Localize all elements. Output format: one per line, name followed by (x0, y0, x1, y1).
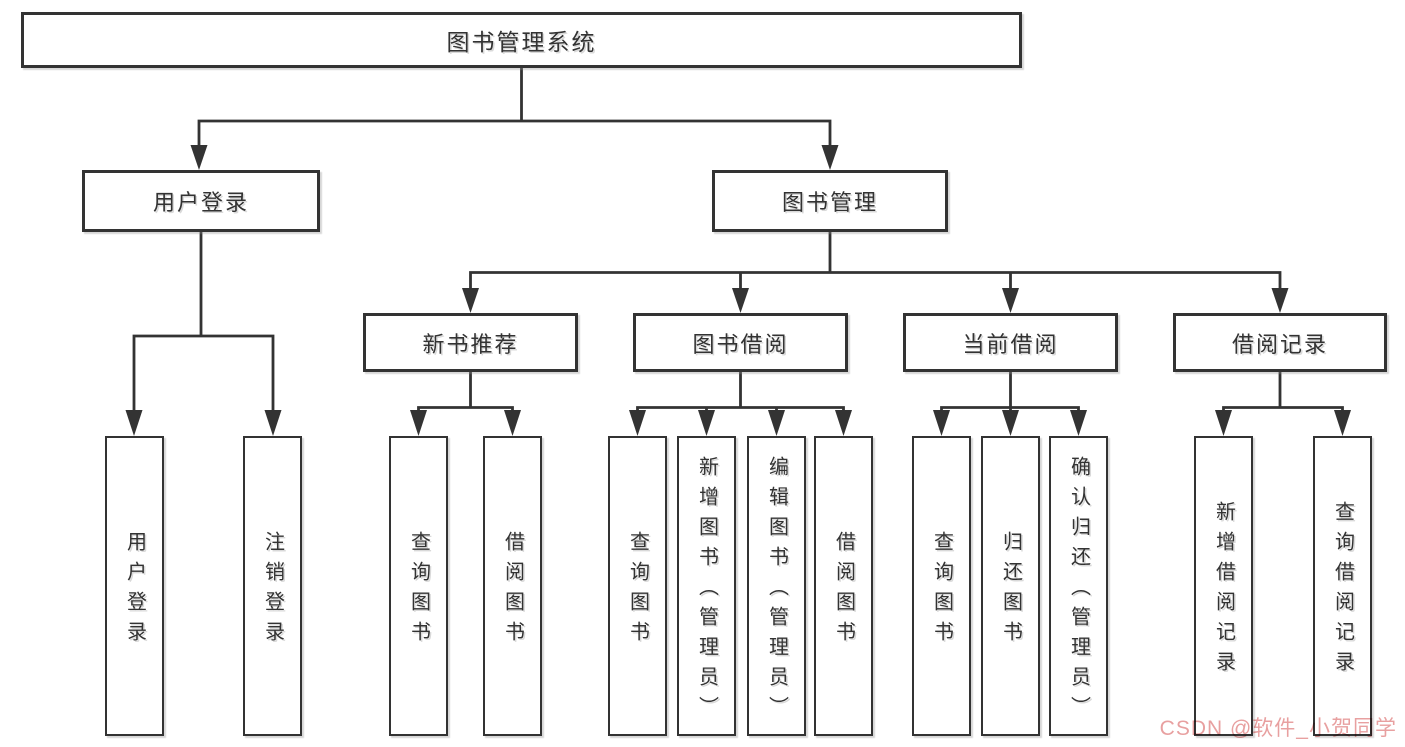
arrowhead-icon (1002, 410, 1019, 436)
node-book-borrowing: 图书借阅 (633, 313, 848, 372)
connector-current-borrow-branch (940, 370, 1080, 415)
arrowhead-icon (1215, 410, 1232, 436)
node-label: 借阅图书 (832, 531, 855, 651)
node-label: 图书管理系统 (446, 29, 597, 55)
connector-book-mgmt-branch (469, 230, 1282, 291)
arrowhead-icon (732, 288, 749, 313)
node-label: 编辑图书（管理员） (765, 456, 788, 726)
arrowhead-icon (698, 410, 715, 436)
connector-book-borrow-branch (636, 370, 845, 415)
leaf-query-borrow-record: 查询借阅记录 (1313, 436, 1372, 736)
arrowhead-icon (629, 410, 646, 436)
node-borrowing-records: 借阅记录 (1173, 313, 1387, 372)
leaf-confirm-return-admin: 确认归还（管理员） (1049, 436, 1108, 736)
leaf-query-books-recommend: 查询图书 (389, 436, 448, 736)
node-label: 查询图书 (930, 531, 953, 651)
arrowhead-icon (768, 410, 785, 436)
node-label: 用户登录 (123, 531, 146, 651)
node-label: 注销登录 (261, 531, 284, 651)
node-current-borrowing: 当前借阅 (903, 313, 1118, 372)
node-label: 查询图书 (626, 531, 649, 651)
arrowhead-icon (125, 410, 143, 436)
node-label: 新书推荐 (422, 331, 519, 357)
csdn-watermark: CSDN @软件_小贺同学 (1159, 717, 1397, 740)
connector-borrow-records-branch (1222, 370, 1344, 415)
node-label: 归还图书 (999, 531, 1022, 651)
node-label: 确认归还（管理员） (1067, 456, 1090, 726)
leaf-logout: 注销登录 (243, 436, 302, 736)
arrowhead-icon (1070, 410, 1087, 436)
arrowhead-icon (1002, 288, 1019, 313)
leaf-edit-book-admin: 编辑图书（管理员） (747, 436, 806, 736)
leaf-query-books-borrow: 查询图书 (608, 436, 667, 736)
arrowhead-icon (264, 410, 282, 436)
node-label: 新增借阅记录 (1212, 501, 1235, 681)
arrowhead-icon (410, 410, 427, 436)
arrowhead-icon (1271, 288, 1289, 313)
leaf-return-book: 归还图书 (981, 436, 1040, 736)
leaf-borrow-books-recommend: 借阅图书 (483, 436, 542, 736)
node-label: 图书管理 (781, 190, 878, 215)
arrowhead-icon (1334, 410, 1351, 436)
connector-user-login-branch (132, 230, 275, 413)
arrowhead-icon (190, 145, 208, 170)
arrowheads (125, 145, 1351, 436)
leaf-borrow-books: 借阅图书 (814, 436, 873, 736)
node-book-management: 图书管理 (712, 170, 948, 232)
node-label: 当前借阅 (962, 331, 1059, 357)
node-library-system: 图书管理系统 (21, 12, 1022, 68)
node-label: 新增图书（管理员） (695, 456, 718, 726)
node-new-book-recommendation: 新书推荐 (363, 313, 578, 372)
arrowhead-icon (462, 288, 479, 313)
connector-root-branch (197, 66, 832, 148)
connector-new-book-branch (417, 370, 514, 415)
node-label: 用户登录 (152, 190, 249, 215)
node-label: 借阅记录 (1231, 331, 1328, 357)
arrowhead-icon (835, 410, 852, 436)
node-label: 查询借阅记录 (1331, 501, 1354, 681)
node-user-login: 用户登录 (82, 170, 320, 232)
leaf-user-login: 用户登录 (105, 436, 164, 736)
leaf-query-books-current: 查询图书 (912, 436, 971, 736)
node-label: 图书借阅 (692, 331, 789, 357)
leaf-add-borrow-record: 新增借阅记录 (1194, 436, 1253, 736)
arrowhead-icon (504, 410, 521, 436)
arrowhead-icon (821, 145, 839, 170)
arrowhead-icon (933, 410, 950, 436)
leaf-add-book-admin: 新增图书（管理员） (677, 436, 736, 736)
node-label: 查询图书 (407, 531, 430, 651)
node-label: 借阅图书 (501, 531, 524, 651)
